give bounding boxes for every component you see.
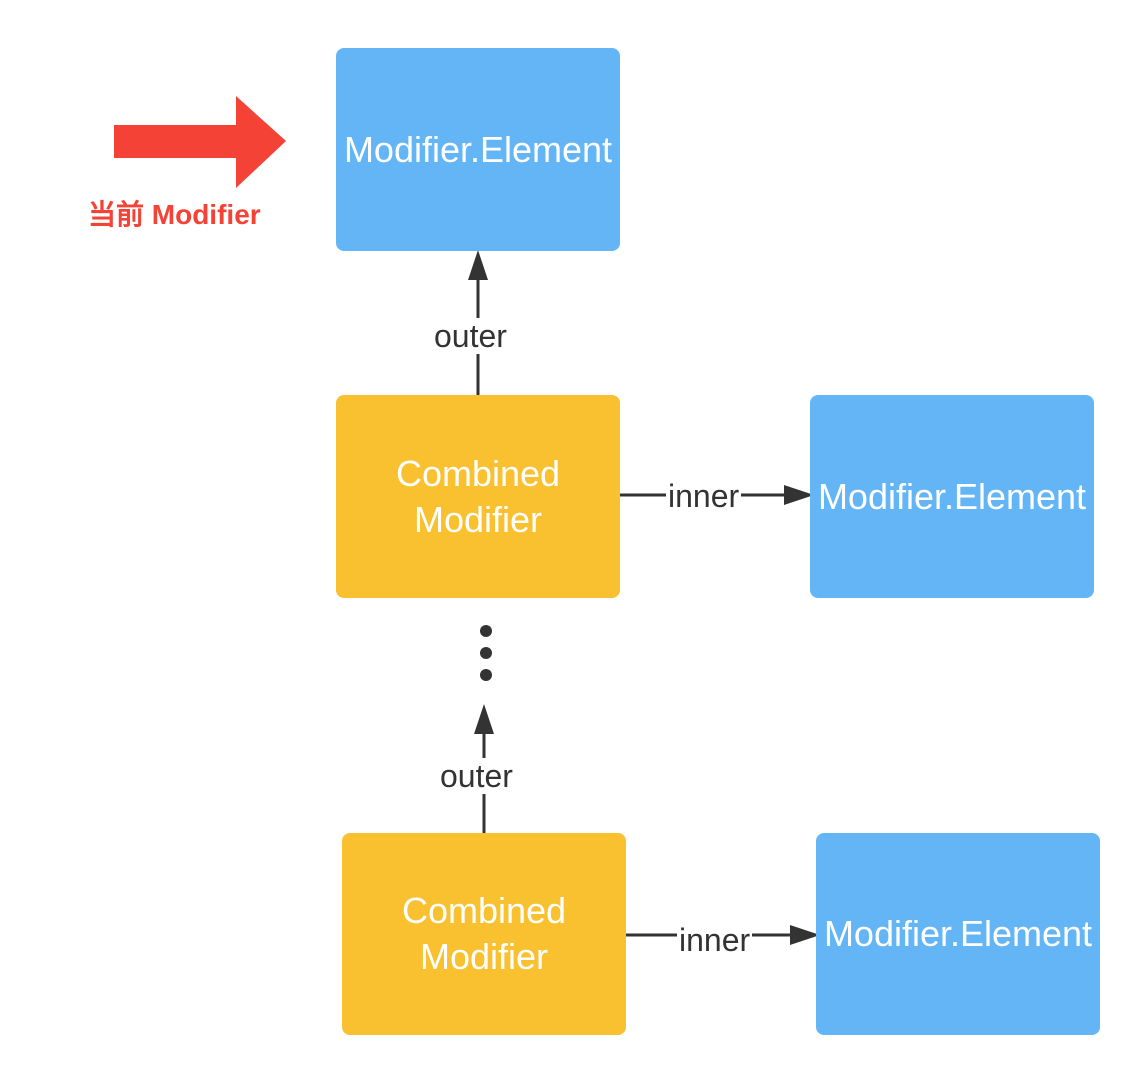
inner-edge-label-2: inner xyxy=(677,922,753,958)
inner-arrowhead-1 xyxy=(784,485,814,505)
inner-modifier-element-node-1: Modifier.Element xyxy=(810,395,1094,598)
ellipsis-dot xyxy=(480,625,492,637)
top-modifier-element-node: Modifier.Element xyxy=(336,48,620,251)
node-label: Combined Modifier xyxy=(395,452,561,540)
outer-arrowhead-1 xyxy=(468,250,488,280)
current-pointer-arrow xyxy=(114,96,286,188)
node-label: Modifier.Element xyxy=(823,913,1093,954)
inner-modifier-element-node-2: Modifier.Element xyxy=(816,833,1100,1035)
ellipsis-dot xyxy=(480,669,492,681)
node-label: Combined Modifier xyxy=(401,890,567,977)
combined-modifier-node-2: Combined Modifier xyxy=(342,833,626,1035)
outer-arrowhead-2 xyxy=(474,704,494,734)
inner-edge-label-1: inner xyxy=(666,478,742,514)
combined-modifier-node-1: Combined Modifier xyxy=(336,395,620,598)
inner-arrowhead-2 xyxy=(790,925,820,945)
outer-edge-label-1: outer xyxy=(432,318,509,354)
current-modifier-label: 当前 Modifier xyxy=(88,199,261,230)
ellipsis-dot xyxy=(480,647,492,659)
outer-edge-label-2: outer xyxy=(438,758,515,794)
node-label: Modifier.Element xyxy=(817,475,1087,517)
node-label: Modifier.Element xyxy=(343,128,613,170)
